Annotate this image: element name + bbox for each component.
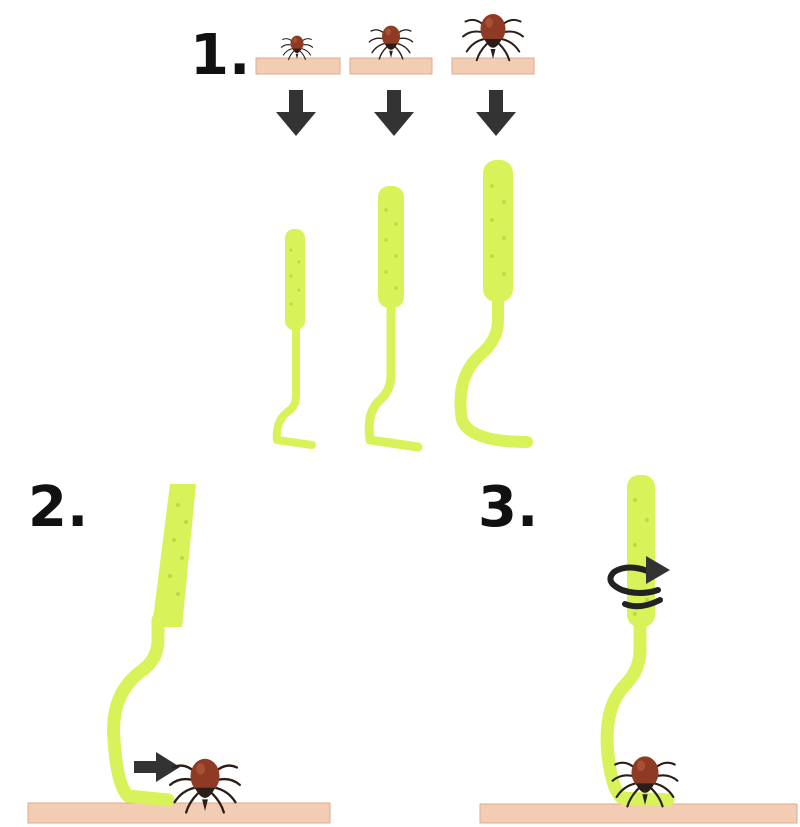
skin-strip [479,803,798,824]
tick-hook-icon [454,289,533,448]
tick-hook-icon [600,613,675,807]
down-arrow-icon [476,90,516,136]
skin-strip-large [451,57,535,75]
tick-hook-small [272,229,316,449]
step-2-label: 2. [28,475,89,540]
hook-handle [483,160,513,302]
step-2-illustration [27,484,331,824]
step-3-illustration [479,475,798,824]
step-3-label: 3. [478,475,539,540]
tick-hook-icon [364,295,423,452]
rotate-arrow-icon [607,556,670,610]
skin-strip-small [255,57,341,75]
skin-strip [27,802,331,824]
tick-icon [280,35,314,61]
tick-icon [462,13,524,62]
step-1-size-guide [255,13,535,136]
right-arrow-icon [134,752,180,782]
tick-hook-icon [107,613,175,807]
step-1-label: 1. [190,23,251,88]
tick-hook-medium [364,186,423,452]
hook-handle [152,484,196,627]
down-arrow-icon [374,90,414,136]
hook-handle [378,186,404,308]
tick-hook-large [454,160,533,448]
skin-strip-medium [349,57,433,75]
hook-handle [627,475,655,627]
tick-hook-icon [272,321,316,449]
down-arrow-icon [276,90,316,136]
tick-icon [368,24,414,60]
hook-handle [285,229,305,330]
